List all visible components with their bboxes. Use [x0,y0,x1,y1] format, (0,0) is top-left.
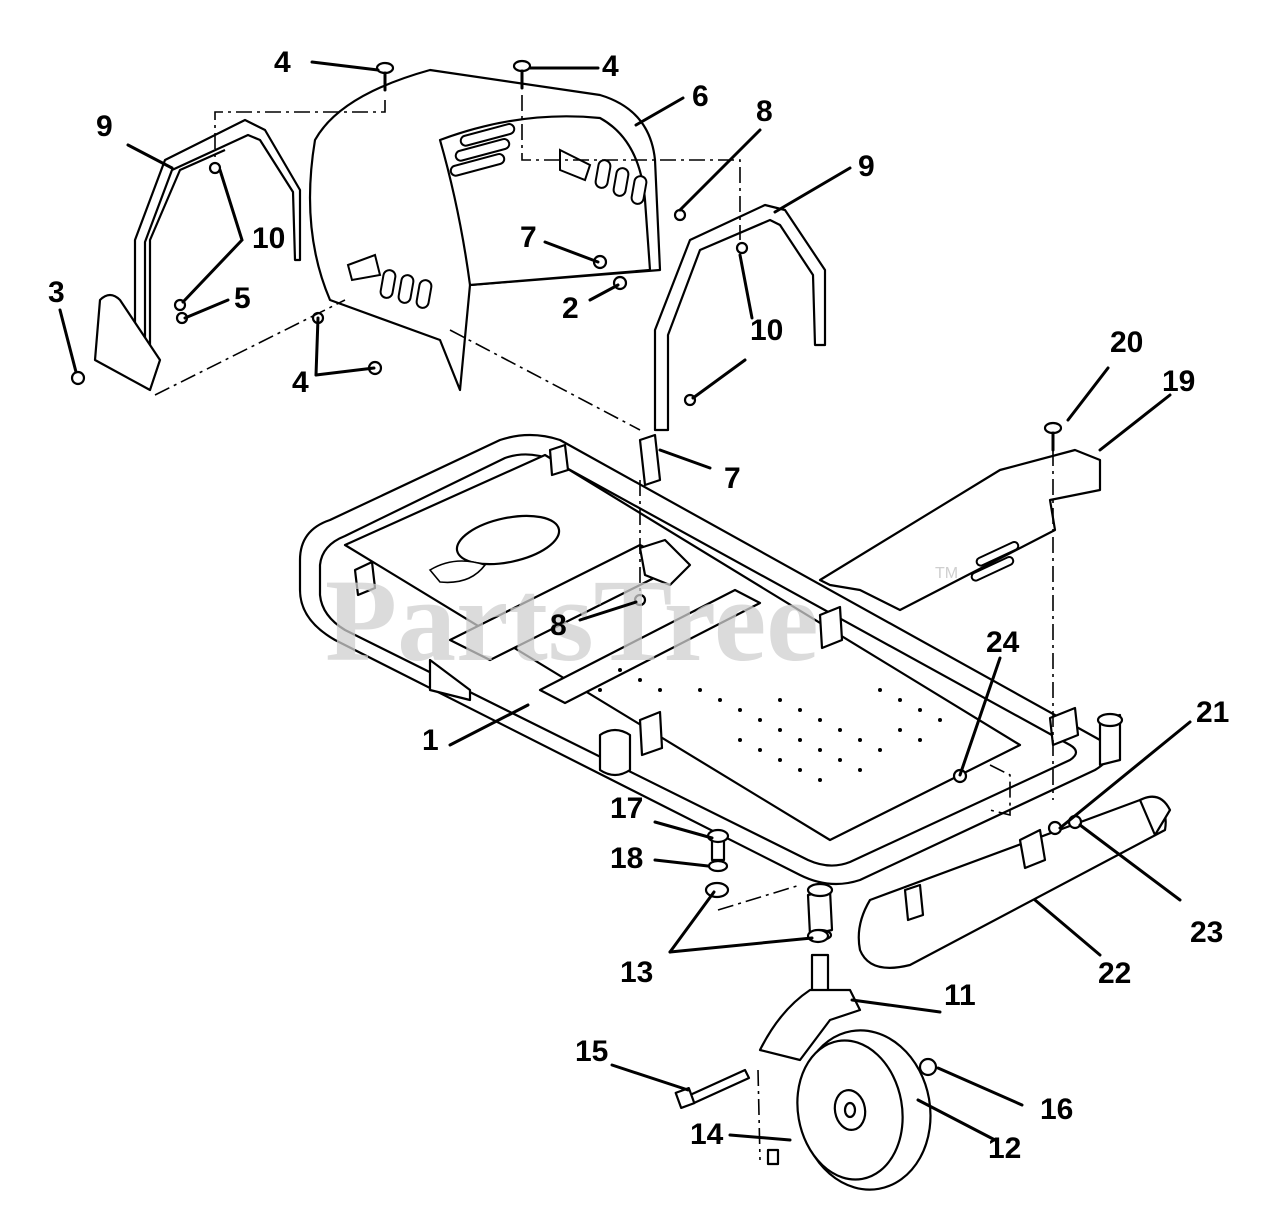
callout-4-right: 4 [602,50,619,83]
callout-9-left: 9 [96,110,113,143]
callout-4-lower: 4 [292,366,309,399]
callout-18: 18 [610,842,643,875]
callout-1: 1 [422,724,439,757]
watermark: PartsTree [325,555,819,686]
callout-23: 23 [1190,916,1223,949]
callout-8-lower: 8 [550,609,567,642]
callout-15: 15 [575,1035,608,1068]
foot-rest [818,448,1102,612]
main-frame [298,433,1110,886]
callout-13: 13 [620,956,653,989]
callout-24: 24 [986,626,1020,659]
callout-labels: 1 2 3 4 4 4 5 6 7 7 8 8 9 9 10 10 11 12 … [48,46,1229,1165]
callout-17: 17 [610,792,643,825]
callout-22: 22 [1098,957,1131,990]
callout-9-right: 9 [858,150,875,183]
right-rops-bar [653,203,827,432]
callout-16: 16 [1040,1093,1073,1126]
callout-3: 3 [48,276,65,309]
callout-21: 21 [1196,696,1229,729]
callout-10-left: 10 [252,222,285,255]
callout-10-right: 10 [750,314,783,347]
front-bumper [857,712,1172,969]
callout-20: 20 [1110,326,1143,359]
callout-2: 2 [562,292,579,325]
leader-lines [58,60,1192,1142]
watermark-trademark: TM [935,565,958,582]
callout-7-upper: 7 [520,221,537,254]
callout-8-upper: 8 [756,95,773,128]
fender-body [308,68,662,392]
callout-12: 12 [988,1132,1021,1165]
left-rops-bar [93,118,302,392]
caster-wheel-assembly [674,828,938,1191]
floor-perforations [598,668,942,782]
callout-6: 6 [692,80,709,113]
callout-7-lower: 7 [724,462,741,495]
callout-11: 11 [944,979,976,1012]
callout-5: 5 [234,282,251,315]
callout-14: 14 [690,1118,724,1151]
assembly-lines [154,95,1054,1161]
callout-4-left: 4 [274,46,291,79]
callout-19: 19 [1162,365,1195,398]
